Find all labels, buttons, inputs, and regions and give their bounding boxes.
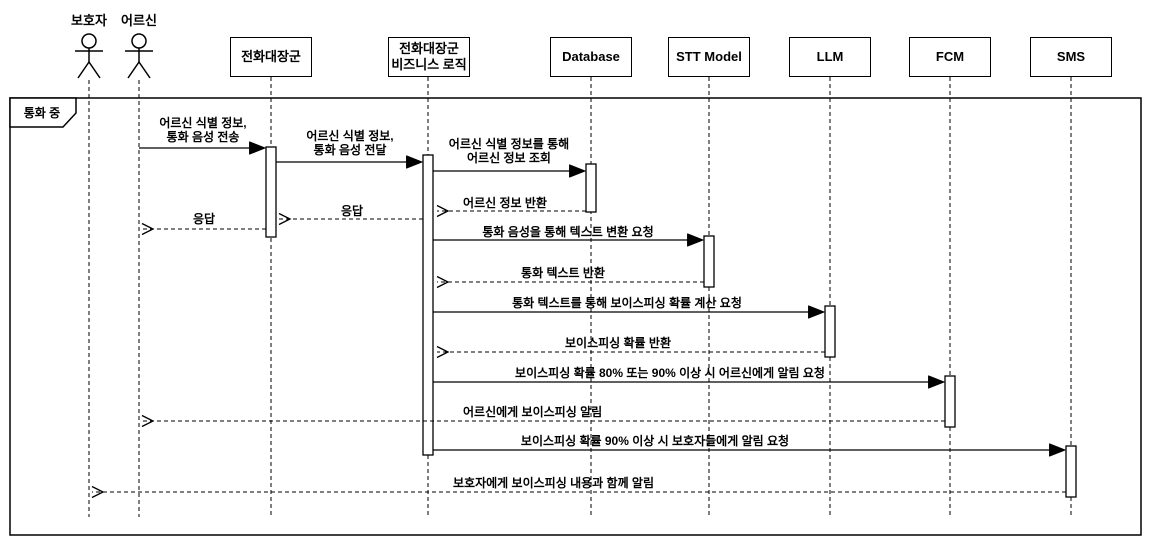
message-label-12: 어르신에게 보이스피싱 알림 <box>463 405 603 419</box>
message-label-7: 통화 음성을 통해 텍스트 변환 요청 <box>482 225 654 239</box>
message-label-9: 통화 텍스트를 통해 보이스피싱 확률 계산 요청 <box>512 296 742 310</box>
message-label-14: 보호자에게 보이스피싱 내용과 함께 알림 <box>453 476 655 490</box>
participant-business-logic: 전화대장군 비즈니스 로직 <box>388 37 470 77</box>
activation-bar-stt-model <box>703 235 715 288</box>
actor-label-guardian: 보호자 <box>71 13 107 28</box>
message-label-4: 어르신 정보 반환 <box>463 196 547 210</box>
activation-bar-sms <box>1065 445 1077 498</box>
participant-stt-model: STT Model <box>668 37 750 77</box>
participant-fcm: FCM <box>909 37 991 77</box>
participant-database: Database <box>550 37 632 77</box>
message-label-2: 어르신 식별 정보, 통화 음성 전달 <box>306 129 394 157</box>
message-label-1: 어르신 식별 정보, 통화 음성 전송 <box>159 116 247 144</box>
frame-label-tab <box>9 97 77 128</box>
actor-figure-elder <box>125 33 153 79</box>
message-label-13: 보이스피싱 확률 90% 이상 시 보호자들에게 알림 요청 <box>520 434 790 448</box>
message-label-6: 응답 <box>192 212 216 226</box>
sync-arrows <box>139 148 1064 450</box>
frame-border <box>9 97 1142 536</box>
activation-bar-fcm <box>944 375 956 428</box>
activation-bar-phone-general <box>265 146 277 238</box>
activation-bar-llm <box>824 305 836 358</box>
activation-bar-database <box>585 163 597 213</box>
lifelines <box>88 77 1072 517</box>
activation-bar-business-logic <box>422 154 434 456</box>
actor-figure-guardian <box>75 33 103 79</box>
actor-label-elder: 어르신 <box>121 13 157 28</box>
frame-label: 통화 중 <box>23 106 61 120</box>
participant-llm: LLM <box>789 37 871 77</box>
message-label-3: 어르신 식별 정보를 통해 어르신 정보 조회 <box>448 137 570 165</box>
message-label-10: 보이스피싱 확률 반환 <box>564 336 672 350</box>
message-label-5: 응답 <box>340 204 364 218</box>
return-arrows <box>91 204 1066 499</box>
message-label-11: 보이스피싱 확률 80% 또는 90% 이상 시 어르신에게 알림 요청 <box>515 366 825 380</box>
participant-sms: SMS <box>1030 37 1112 77</box>
message-label-8: 통화 텍스트 반환 <box>521 266 605 280</box>
activation-bars <box>265 146 1077 498</box>
participant-phone-general: 전화대장군 <box>230 37 312 77</box>
